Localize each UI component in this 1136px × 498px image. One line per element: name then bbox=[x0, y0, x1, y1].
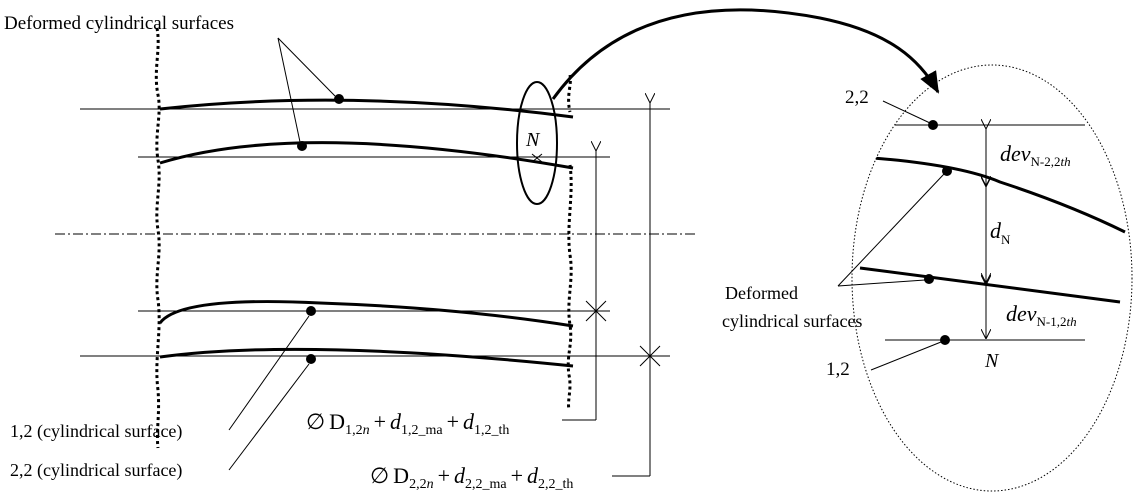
detail-label-22: 2,2 bbox=[845, 87, 869, 108]
surface-point-outer-top bbox=[334, 94, 344, 104]
detail-point-upper bbox=[942, 166, 952, 176]
deformed-surface-outer-bottom bbox=[159, 347, 574, 368]
detail-point-12 bbox=[940, 335, 950, 345]
leader-surface-12 bbox=[228, 315, 310, 431]
detail-point-22 bbox=[928, 120, 938, 130]
detail-deformed-label-2: cylindrical surfaces bbox=[722, 311, 862, 331]
dim-inner-tick bbox=[585, 300, 607, 322]
detail-circle bbox=[851, 64, 1133, 492]
detail-leader-deformed-1 bbox=[837, 173, 945, 287]
left-break-line bbox=[154, 27, 161, 449]
leader-surface-22 bbox=[228, 363, 310, 471]
detail-dev-bottom-label: devN-1,2th bbox=[1006, 301, 1077, 329]
detail-view: 2,2 1,2 N Deformed cylindrical surfaces … bbox=[722, 64, 1133, 492]
detail-deformed-upper bbox=[872, 156, 1126, 234]
diameter-formula-outer: ∅D2,2n+d2,2_ma+d2,2_th bbox=[370, 463, 573, 492]
detail-leader-12 bbox=[870, 341, 942, 371]
detail-dev-top-label: devN-2,2th bbox=[1000, 141, 1071, 169]
detail-leader-22 bbox=[882, 100, 931, 124]
surface-22-label: 2,2 (cylindrical surface) bbox=[10, 460, 182, 481]
detail-deformed-lower bbox=[859, 266, 1121, 304]
surface-12-label: 1,2 (cylindrical surface) bbox=[10, 421, 182, 442]
detail-point-lower bbox=[924, 274, 934, 284]
leader-deformed-1 bbox=[277, 37, 336, 97]
detail-dn-label: dN bbox=[990, 218, 1011, 247]
main-view: Deformed cylindrical surfaces N 1,2 (cyl… bbox=[4, 8, 940, 492]
detail-deformed-label-1: Deformed bbox=[725, 283, 798, 303]
surface-point-outer-bottom bbox=[306, 354, 316, 364]
detail-leader-deformed-2 bbox=[837, 279, 926, 287]
detail-n-label: N bbox=[984, 350, 1000, 372]
deformed-surface-outer-top bbox=[159, 98, 574, 119]
diameter-formula-inner: ∅D1,2n+d1,2_ma+d1,2_th bbox=[306, 409, 509, 438]
right-break-lower bbox=[566, 164, 573, 411]
n-label: N bbox=[525, 129, 541, 151]
leader-deformed-2 bbox=[277, 37, 301, 143]
dim-outer-tick bbox=[639, 345, 661, 367]
surface-point-inner-bottom bbox=[306, 306, 316, 316]
deformed-surfaces-label: Deformed cylindrical surfaces bbox=[4, 13, 234, 34]
surface-point-inner-top bbox=[297, 141, 307, 151]
detail-label-12: 1,2 bbox=[826, 359, 850, 380]
detail-region-ellipse bbox=[516, 81, 558, 205]
deformed-surface-inner-bottom bbox=[158, 300, 574, 328]
n-cross-mark bbox=[531, 153, 543, 163]
deformed-surface-inner-top bbox=[159, 141, 574, 170]
detail-callout-arrow bbox=[551, 8, 940, 100]
